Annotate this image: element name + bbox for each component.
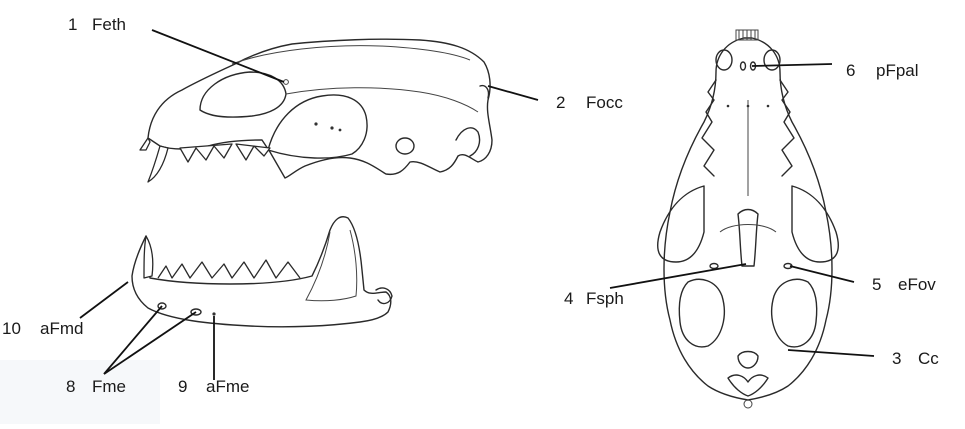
foramen-dot [330,126,333,129]
lower-canine [144,236,153,278]
upper-canine [148,146,168,182]
lower-teeth-row [158,260,300,278]
label-feth-abbr: Feth [92,15,126,34]
label-afme-num: 9 [178,377,187,396]
upper-incisors [140,138,150,150]
pterygoid-arc [720,225,776,233]
label-afmd-num: 10 [2,319,21,338]
label-efov-abbr: eFov [898,275,936,294]
scan-artifact [0,360,160,424]
coronoid-process [306,230,357,301]
foramen-dot [767,105,770,108]
label-fsph-num: 4 [564,289,573,308]
occipital-condyles [728,375,768,396]
label-fme-num: 8 [66,377,75,396]
foramen-dot [339,129,342,132]
temporal-line [286,88,478,112]
label-cc-abbr: Cc [918,349,939,368]
mesopterygoid-fossa [738,210,758,267]
label-pfpal-abbr: pFpal [876,61,919,80]
label-texts: 1 Feth 2 Focc 3 Cc 4 Fsph 5 eFov 6 pFpal… [2,15,939,396]
foramen-ovale-left [710,264,718,269]
label-fme-abbr: Fme [92,377,126,396]
leader-pfpal [752,64,832,66]
skull-lateral-view [140,39,492,182]
leader-fsph [610,264,746,288]
foramen-dot [747,105,750,108]
leader-cc [788,350,874,356]
label-pfpal-num: 6 [846,61,855,80]
label-focc-num: 2 [556,93,565,112]
palatine-foramen-left [741,62,746,70]
label-focc-abbr: Focc [586,93,623,112]
right-auditory-bulla [772,279,817,347]
skull-ventral-outline [664,38,832,400]
leader-afmd [80,282,128,318]
label-efov-num: 5 [872,275,881,294]
leader-feth [152,30,284,82]
occipital-tip [744,400,752,408]
orbit-outline [200,72,286,117]
foramen-dot [727,105,730,108]
sagittal-crest-line [232,46,470,64]
label-afme-abbr: aFme [206,377,249,396]
left-auditory-bulla [679,279,724,347]
foramen-dot [314,122,317,125]
upper-premolars [180,144,232,162]
zygomatic-arch [268,95,367,158]
ethmoid-foramen-mark [284,80,289,85]
upper-carnassial [236,144,270,160]
label-afmd-abbr: aFmd [40,319,83,338]
label-fsph-abbr: Fsph [586,289,624,308]
accessory-mental-foramen [212,312,215,315]
leader-lines [80,30,874,380]
foramen-magnum [738,352,758,369]
mandible-view [132,217,392,327]
label-cc-num: 3 [892,349,901,368]
occipital-condyle [480,86,489,98]
label-feth-num: 1 [68,15,77,34]
auditory-bulla [396,138,414,154]
leader-focc [488,86,538,100]
mastoid-process [456,128,480,156]
